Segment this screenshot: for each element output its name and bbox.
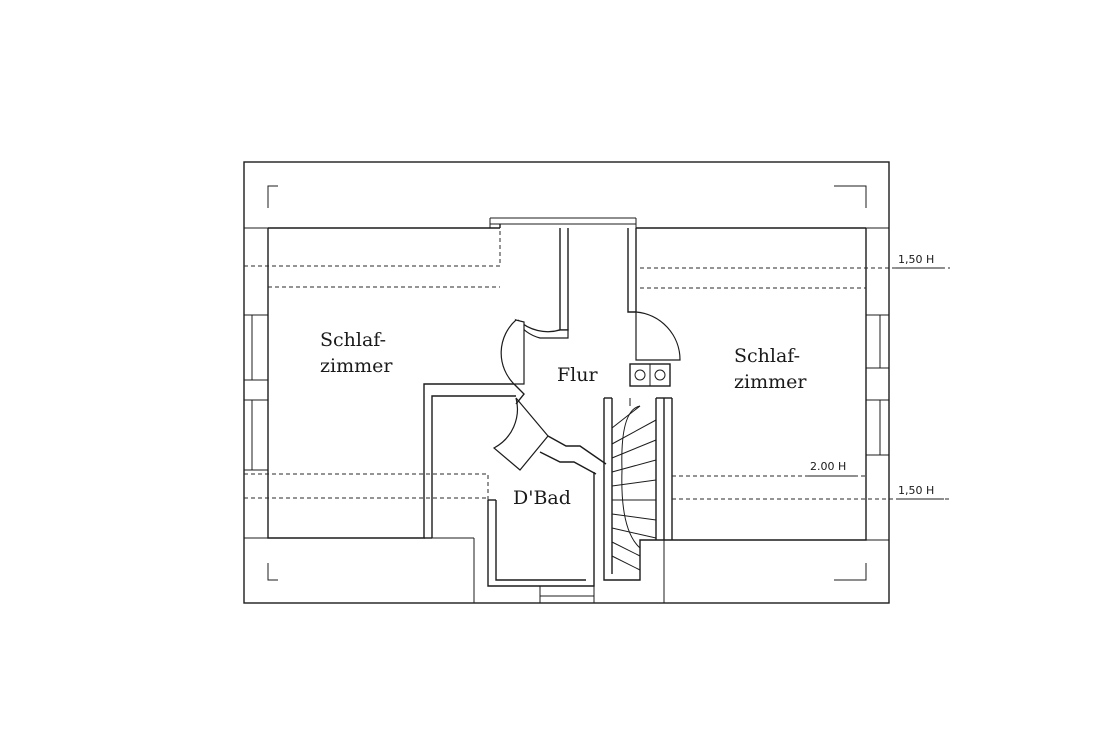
staircase-outline	[603, 398, 665, 581]
bathroom-wall	[487, 472, 595, 587]
corner-marker-top-right	[834, 185, 867, 208]
right-bedroom-label-line1: Schlaf-	[734, 345, 801, 367]
left-bedroom-label-line1: Schlaf-	[320, 329, 387, 351]
dimension-bottom-right: 1,50 H	[898, 484, 935, 497]
right-bedroom-label: Schlaf- zimmer	[734, 343, 806, 395]
door-right-bedroom	[635, 311, 681, 361]
corner-marker-bottom-right	[834, 563, 867, 581]
left-bedroom-label: Schlaf- zimmer	[320, 327, 392, 379]
hallway-label: Flur	[557, 364, 598, 386]
stair-step	[611, 405, 641, 429]
dimension-middle-right: 2.00 H	[810, 460, 847, 473]
flur-partition	[559, 228, 569, 331]
right-bedroom-label-line2: zimmer	[734, 371, 807, 393]
chimney-1	[634, 369, 646, 381]
corner-marker-bottom-left	[267, 563, 278, 581]
dimension-top-right: 1,50 H	[898, 253, 935, 266]
outer-wall	[243, 161, 890, 604]
left-bedroom-label-line2: zimmer	[320, 355, 393, 377]
corner-marker-top-left	[267, 185, 278, 208]
chimney-2	[654, 369, 666, 381]
left-bedroom-wall	[267, 228, 514, 539]
bathroom-label: D'Bad	[513, 487, 571, 509]
height-line-left-top	[244, 228, 501, 267]
height-line-left-bottom	[244, 473, 489, 500]
door-bathroom	[492, 397, 549, 471]
staircase-curve	[621, 405, 641, 549]
